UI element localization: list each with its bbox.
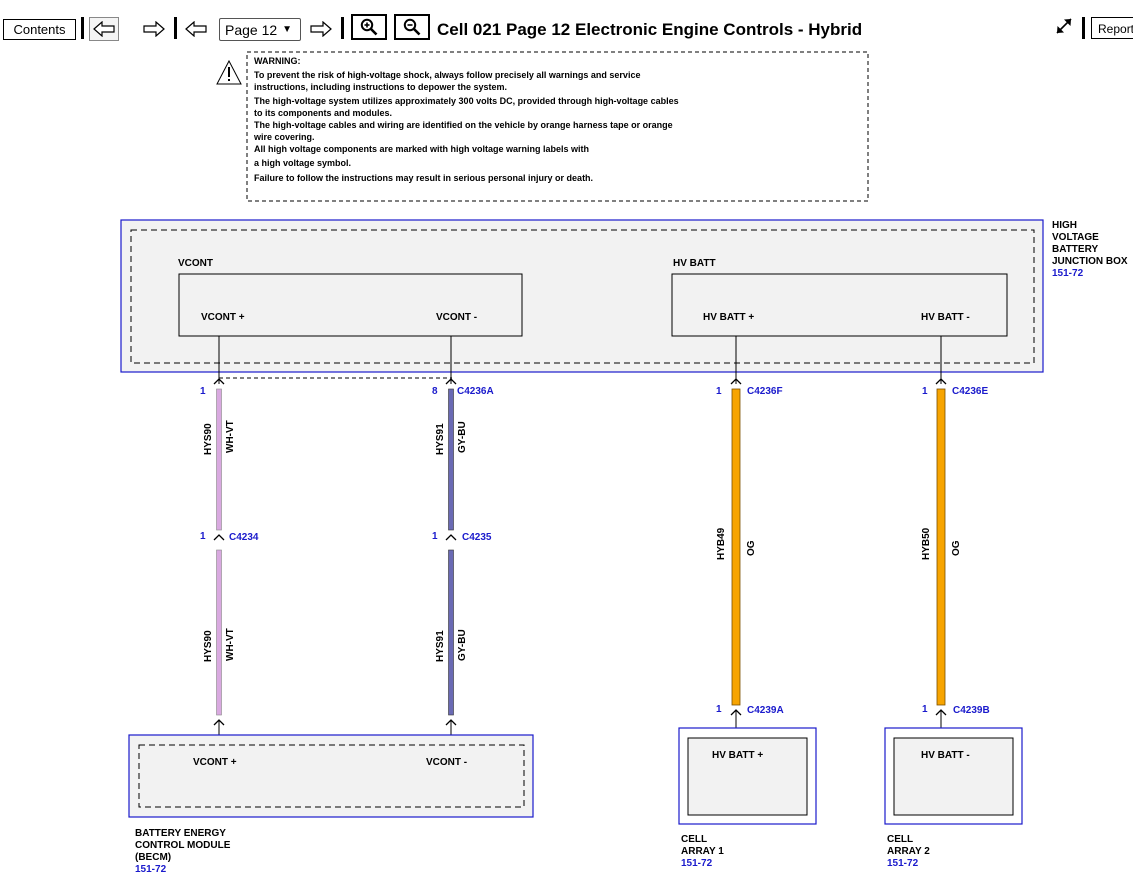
circuit-id: HYS91 xyxy=(435,423,446,455)
warning-line: a high voltage symbol. xyxy=(254,158,351,168)
previous-page-button[interactable] xyxy=(181,17,211,41)
circuit-id: HYB50 xyxy=(921,527,932,560)
module-name: CELL xyxy=(681,834,707,845)
pin-number: 1 xyxy=(922,386,928,397)
warning-line: To prevent the risk of high-voltage shoc… xyxy=(254,70,640,80)
arrow-left-icon xyxy=(93,21,115,37)
arrow-right-icon xyxy=(143,21,165,37)
warning-line: All high voltage components are marked w… xyxy=(254,144,589,154)
pin-label: HV BATT - xyxy=(921,312,970,323)
page-title: Cell 021 Page 12 Electronic Engine Contr… xyxy=(437,20,863,39)
first-page-button[interactable] xyxy=(89,17,119,41)
pin-label: VCONT - xyxy=(426,757,467,768)
module-name: CONTROL MODULE xyxy=(135,840,231,851)
warning-line: The high-voltage system utilizes approxi… xyxy=(254,96,679,106)
pin-number: 1 xyxy=(432,531,438,542)
wire-color: GY-BU xyxy=(457,629,468,661)
module-name: HIGH xyxy=(1052,220,1077,231)
pin-label: VCONT - xyxy=(436,312,477,323)
pin-label: VCONT + xyxy=(193,757,237,768)
connector-id: C4234 xyxy=(229,532,259,543)
module-name: ARRAY 2 xyxy=(887,846,930,857)
warning-line: Failure to follow the instructions may r… xyxy=(254,173,593,183)
module-ref: 151-72 xyxy=(887,858,919,869)
zoom-out-icon xyxy=(403,18,421,36)
module-name: VOLTAGE xyxy=(1052,232,1099,243)
connector-id: C4239B xyxy=(953,705,990,716)
module-ref: 151-72 xyxy=(1052,268,1084,279)
toolbar-separator xyxy=(174,17,177,39)
wire-hyb49: 1 C4236F 1 C4239A HYB49 OG xyxy=(716,336,784,738)
module-name: CELL xyxy=(887,834,913,845)
wire-hys90: 1 1 C4234 HYS90 WH-VT HYS90 WH-VT xyxy=(200,336,259,745)
pin-number: 8 xyxy=(432,386,438,397)
wire-color: WH-VT xyxy=(225,628,236,661)
warning-line: to its components and modules. xyxy=(254,108,392,118)
wire-color: OG xyxy=(746,540,757,556)
page-select[interactable]: Page 12 ▼ xyxy=(219,18,301,41)
module-name: BATTERY ENERGY xyxy=(135,828,226,839)
connector-id: C4239A xyxy=(747,705,784,716)
pin-label: VCONT + xyxy=(201,312,245,323)
chevron-down-icon: ▼ xyxy=(282,24,293,35)
circuit-id: HYS90 xyxy=(203,630,214,662)
page-select-value: Page 12 xyxy=(225,21,278,38)
pin-number: 1 xyxy=(716,704,722,715)
report-button[interactable]: Report xyxy=(1091,17,1133,39)
toolbar-separator xyxy=(341,17,344,39)
warning-line: wire covering. xyxy=(253,132,315,142)
junction-box: VCONT HV BATT VCONT + VCONT - HV BATT + … xyxy=(120,219,1128,373)
circuit-id: HYB49 xyxy=(716,527,727,560)
wire-color: OG xyxy=(951,540,962,556)
pin-number: 1 xyxy=(200,531,206,542)
expand-icon xyxy=(1056,18,1072,34)
circuit-id: HYS90 xyxy=(203,423,214,455)
module-name: ARRAY 1 xyxy=(681,846,724,857)
arrow-left-icon xyxy=(185,21,207,37)
cell-array-1: HV BATT + CELL ARRAY 1 151-72 xyxy=(678,727,817,869)
module-ref: 151-72 xyxy=(135,864,167,875)
warning-line: The high-voltage cables and wiring are i… xyxy=(254,120,673,130)
module-name: (BECM) xyxy=(135,852,171,863)
wire-hyb50: 1 C4236E 1 C4239B HYB50 OG xyxy=(921,336,990,738)
connector-id: C4236E xyxy=(952,386,988,397)
warning-icon xyxy=(216,59,242,85)
pin-label: HV BATT - xyxy=(921,750,970,761)
warning-line: instructions, including instructions to … xyxy=(254,82,507,92)
zoom-out-button[interactable] xyxy=(394,14,430,40)
becm-module: VCONT + VCONT - BATTERY ENERGY CONTROL M… xyxy=(128,734,534,875)
pin-number: 1 xyxy=(200,386,206,397)
warning-box: WARNING: To prevent the risk of high-vol… xyxy=(216,51,869,202)
cell-array-2: HV BATT - CELL ARRAY 2 151-72 xyxy=(884,727,1023,869)
zoom-in-button[interactable] xyxy=(351,14,387,40)
pin-label: HV BATT + xyxy=(703,312,754,323)
connector-id: C4235 xyxy=(462,532,492,543)
toolbar-separator xyxy=(81,17,84,39)
connector-id: C4236A xyxy=(457,386,494,397)
fullscreen-button[interactable] xyxy=(1053,15,1075,37)
warning-heading: WARNING: xyxy=(254,56,301,66)
contents-button[interactable]: Contents xyxy=(3,19,76,40)
hvbatt-group-label: HV BATT xyxy=(673,258,716,269)
wire-hys91: 8 C4236A 1 C4235 HYS91 GY-BU HYS91 GY-BU xyxy=(432,336,494,745)
wire-color: GY-BU xyxy=(457,421,468,453)
module-ref: 151-72 xyxy=(681,858,713,869)
zoom-in-icon xyxy=(360,18,378,36)
circuit-id: HYS91 xyxy=(435,630,446,662)
next-page-button[interactable] xyxy=(306,17,336,41)
module-name: JUNCTION BOX xyxy=(1052,256,1128,267)
module-name: BATTERY xyxy=(1052,244,1098,255)
wire-color: WH-VT xyxy=(225,420,236,453)
last-page-button[interactable] xyxy=(139,17,169,41)
toolbar-separator xyxy=(1082,17,1085,39)
pin-number: 1 xyxy=(922,704,928,715)
toolbar: Contents Page 12 ▼ Cell 021 Page 12 Elec… xyxy=(0,0,1133,48)
pin-number: 1 xyxy=(716,386,722,397)
pin-label: HV BATT + xyxy=(712,750,763,761)
arrow-right-icon xyxy=(310,21,332,37)
vcont-group-label: VCONT xyxy=(178,258,213,269)
connector-id: C4236F xyxy=(747,386,783,397)
